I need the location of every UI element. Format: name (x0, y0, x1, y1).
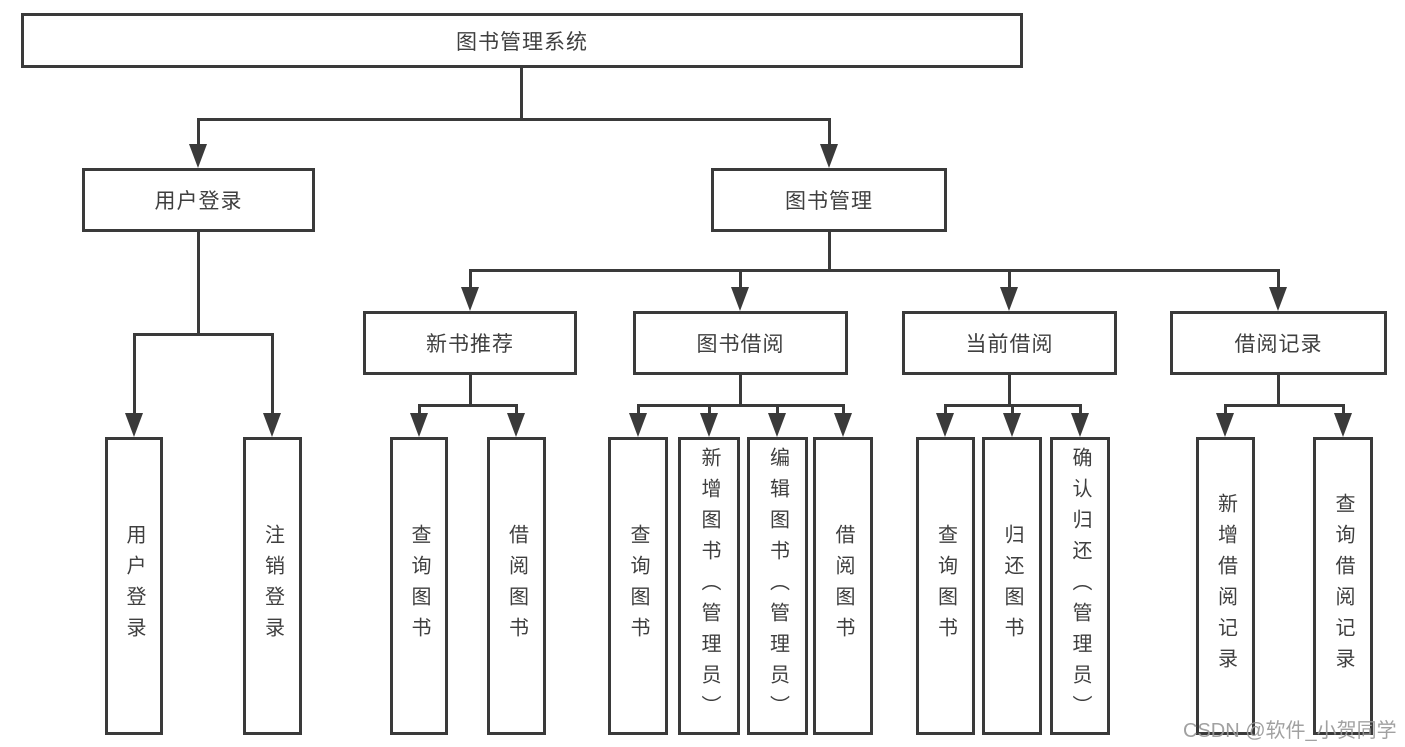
leaf-borrow-books: 借阅图书 (813, 437, 873, 735)
connector-line (1011, 404, 1014, 417)
connector-line (828, 118, 831, 148)
node-label: 新书推荐 (426, 333, 514, 356)
node-label: 用户登录 (123, 524, 145, 648)
node-user-login: 用户登录 (82, 168, 315, 232)
arrowhead-icon (1216, 413, 1234, 437)
connector-line (637, 404, 845, 407)
connector-line (739, 269, 742, 291)
connector-line (418, 404, 421, 417)
connector-line (197, 232, 200, 336)
arrowhead-icon (1269, 287, 1287, 311)
leaf-query-books-recommend: 查询图书 (390, 437, 448, 735)
node-current-borrow: 当前借阅 (902, 311, 1117, 375)
arrowhead-icon (629, 413, 647, 437)
node-label: 新增借阅记录 (1214, 493, 1237, 679)
arrowhead-icon (1334, 413, 1352, 437)
connector-line (197, 118, 200, 148)
connector-line (1277, 269, 1280, 291)
node-label: 注销登录 (261, 524, 284, 648)
node-label: 借阅图书 (832, 524, 854, 648)
arrowhead-icon (936, 413, 954, 437)
connector-line (944, 404, 947, 417)
leaf-add-borrow-record: 新增借阅记录 (1196, 437, 1255, 735)
connector-line (1008, 375, 1011, 407)
node-label: 用户登录 (154, 190, 243, 213)
node-label: 借阅记录 (1234, 333, 1323, 356)
connector-line (739, 375, 742, 407)
arrowhead-icon (768, 413, 786, 437)
connector-line (133, 333, 136, 417)
connector-line (776, 404, 779, 417)
arrowhead-icon (1003, 413, 1021, 437)
connector-line (418, 404, 518, 407)
leaf-query-borrow-record: 查询借阅记录 (1313, 437, 1373, 735)
connector-line (1224, 404, 1345, 407)
arrowhead-icon (834, 413, 852, 437)
node-label: 归还图书 (1001, 524, 1023, 648)
connector-line (828, 232, 831, 272)
connector-line (708, 404, 711, 417)
connector-line (469, 375, 472, 407)
node-label: 编辑图书（管理员） (766, 446, 789, 726)
node-book-borrow: 图书借阅 (633, 311, 848, 375)
leaf-return-books: 归还图书 (982, 437, 1042, 735)
arrowhead-icon (189, 144, 207, 168)
leaf-query-books-current: 查询图书 (916, 437, 975, 735)
node-label: 查询图书 (408, 524, 430, 648)
arrowhead-icon (700, 413, 718, 437)
leaf-add-books-admin: 新增图书（管理员） (678, 437, 740, 735)
csdn-watermark: CSDN @软件_小贺同学 (1183, 720, 1397, 742)
node-label: 查询图书 (934, 524, 957, 648)
node-label: 图书借阅 (696, 333, 785, 356)
node-new-book-recommend: 新书推荐 (363, 311, 577, 375)
node-label: 确认归还（管理员） (1069, 446, 1091, 726)
node-label: 查询借阅记录 (1332, 493, 1354, 679)
connector-line (1224, 404, 1227, 417)
connector-line (842, 404, 845, 417)
leaf-query-books-borrow: 查询图书 (608, 437, 668, 735)
connector-line (469, 269, 1280, 272)
connector-line (520, 68, 523, 121)
leaf-confirm-return-admin: 确认归还（管理员） (1050, 437, 1110, 735)
arrowhead-icon (125, 413, 143, 437)
leaf-edit-books-admin: 编辑图书（管理员） (747, 437, 808, 735)
arrowhead-icon (820, 144, 838, 168)
connector-line (1342, 404, 1345, 417)
node-book-management: 图书管理 (711, 168, 947, 232)
connector-line (133, 333, 274, 336)
leaf-borrow-books-recommend: 借阅图书 (487, 437, 546, 735)
connector-line (1079, 404, 1082, 417)
leaf-logout: 注销登录 (243, 437, 302, 735)
leaf-user-login: 用户登录 (105, 437, 163, 735)
node-label: 图书管理系统 (456, 30, 588, 54)
connector-line (271, 333, 274, 417)
node-label: 借阅图书 (505, 524, 528, 648)
node-label: 新增图书（管理员） (698, 446, 720, 726)
arrowhead-icon (1000, 287, 1018, 311)
arrowhead-icon (410, 413, 428, 437)
arrowhead-icon (461, 287, 479, 311)
connector-line (197, 118, 831, 121)
node-borrow-records: 借阅记录 (1170, 311, 1387, 375)
arrowhead-icon (731, 287, 749, 311)
connector-line (637, 404, 640, 417)
node-label: 当前借阅 (965, 333, 1054, 356)
node-label: 图书管理 (785, 190, 873, 213)
connector-line (515, 404, 518, 417)
connector-line (469, 269, 472, 291)
arrowhead-icon (1071, 413, 1089, 437)
arrowhead-icon (507, 413, 525, 437)
connector-line (1277, 375, 1280, 407)
node-label: 查询图书 (627, 524, 649, 648)
connector-line (1008, 269, 1011, 291)
arrowhead-icon (263, 413, 281, 437)
node-root: 图书管理系统 (21, 13, 1023, 68)
